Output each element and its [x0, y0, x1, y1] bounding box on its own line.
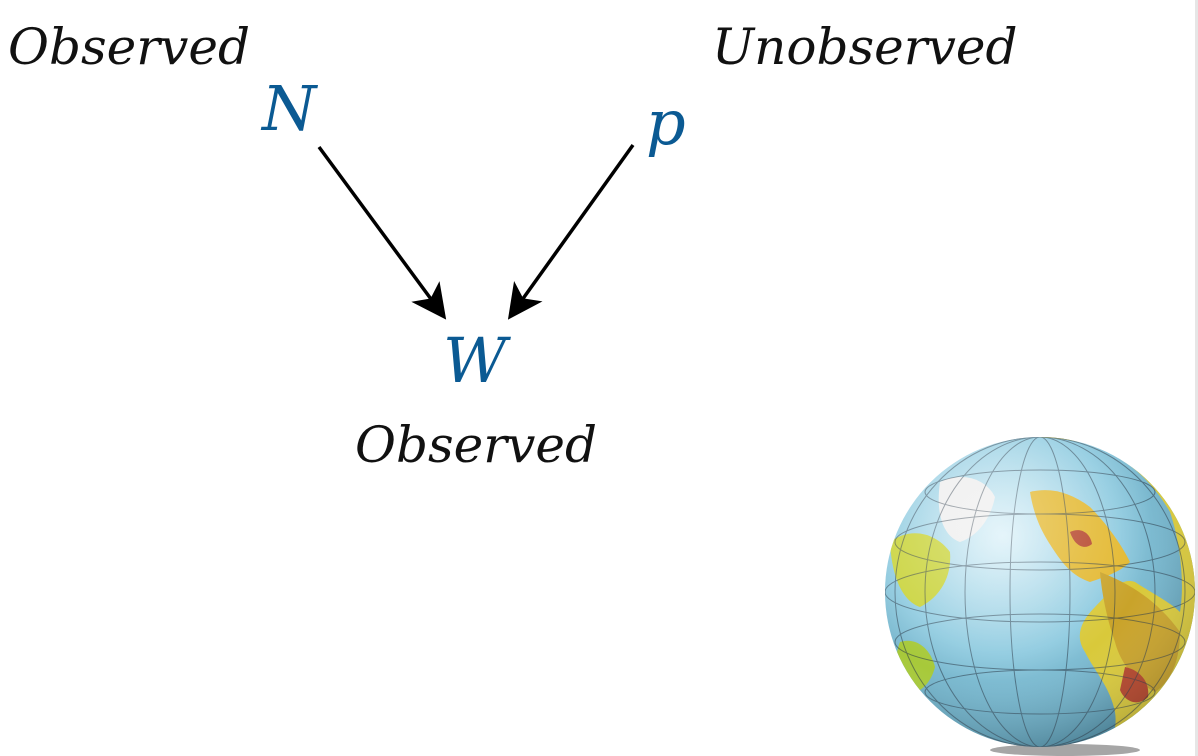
globe-image [885, 437, 1195, 756]
node-p: p [646, 86, 686, 159]
node-w: W [443, 324, 507, 397]
p-status-label: Unobserved [712, 18, 1018, 76]
edge-p-to-w [507, 143, 635, 320]
node-n: N [262, 72, 317, 145]
n-status-label: Observed [8, 18, 250, 76]
right-edge-strip [1195, 0, 1198, 756]
edge-n-to-w [317, 145, 447, 320]
w-status-label: Observed [355, 416, 597, 474]
